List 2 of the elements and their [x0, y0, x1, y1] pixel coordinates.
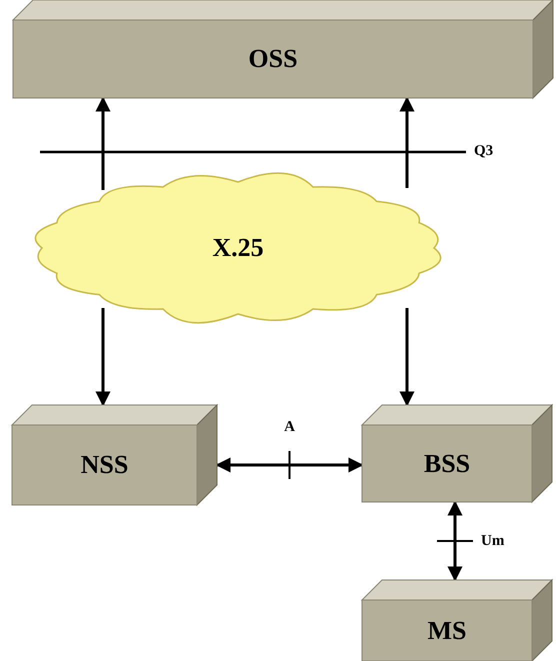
node-label: X.25: [212, 233, 264, 263]
interface-label: Q3: [474, 143, 494, 160]
